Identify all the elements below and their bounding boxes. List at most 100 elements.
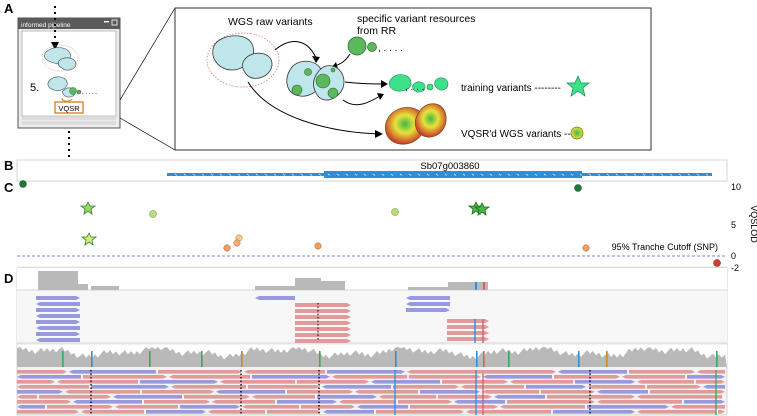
sequence-read	[703, 385, 725, 389]
sequence-read	[339, 400, 396, 404]
training-variant-blob	[388, 74, 412, 92]
vqslod-point	[223, 244, 231, 252]
gene-name: Sb07g003860	[420, 161, 479, 172]
sequence-read	[301, 405, 355, 409]
sequence-read	[461, 385, 524, 389]
sequence-read	[547, 395, 635, 399]
sequence-read	[57, 380, 138, 384]
sequence-read	[376, 410, 464, 414]
sequence-read	[248, 385, 320, 389]
sequence-read	[554, 375, 620, 379]
sequence-read	[17, 410, 79, 414]
training-star-icon	[79, 201, 97, 215]
sequence-read	[295, 327, 351, 331]
step-number: 5.	[30, 82, 39, 94]
sequence-read	[687, 375, 725, 379]
sequence-read	[447, 331, 489, 335]
training-star-icon	[566, 75, 590, 97]
sequence-read	[355, 390, 418, 394]
sequence-read	[438, 395, 492, 399]
sequence-read	[558, 370, 627, 374]
sequence-read	[73, 400, 142, 404]
vqslod-point	[149, 210, 157, 218]
vqsr-step-button[interactable]	[54, 101, 84, 114]
sequence-read	[409, 375, 481, 379]
sequence-read	[295, 333, 351, 337]
sequence-read	[466, 410, 551, 414]
sequence-read	[407, 370, 482, 374]
sequence-read	[327, 370, 405, 374]
minimize-icon[interactable]	[104, 21, 109, 23]
pipeline-window: informed pipeline 5. , . . . . VQSR	[17, 6, 176, 158]
raw-variant-blob-small	[242, 52, 273, 79]
sequence-read	[36, 332, 80, 336]
y-tick-10: 10	[731, 182, 741, 192]
panel-label-d: D	[4, 271, 13, 286]
vqsrd-blob-small	[414, 103, 447, 138]
coverage-bar	[255, 286, 295, 290]
sequence-read	[629, 370, 695, 374]
sequence-read	[622, 375, 685, 379]
vqslod-point	[713, 259, 721, 267]
sequence-read	[718, 410, 725, 414]
sequence-read	[588, 385, 645, 389]
sequence-read	[447, 337, 489, 341]
sequence-read	[322, 385, 391, 389]
sequence-read	[647, 385, 701, 389]
training-star-icon	[473, 202, 491, 216]
sequence-read	[332, 375, 407, 379]
sequence-read	[295, 315, 351, 319]
vqslod-plot: 95% Tranche Cutoff (SNP) 10 5 0 -2 VQSLO…	[17, 180, 757, 273]
gene-exon-block	[324, 171, 582, 178]
sequence-read	[91, 385, 169, 389]
sequence-read	[454, 400, 505, 404]
resource-circle	[347, 36, 367, 56]
sequence-read	[17, 405, 45, 409]
sequence-read	[36, 314, 80, 318]
maximize-icon[interactable]	[111, 19, 118, 26]
sequence-read	[295, 303, 351, 307]
sequence-read	[406, 296, 450, 300]
sequence-read	[357, 405, 408, 409]
sequence-read	[447, 325, 489, 329]
sequence-read	[142, 390, 214, 394]
sequence-read	[17, 390, 63, 394]
vqslod-point	[391, 208, 399, 216]
sequence-read	[208, 410, 265, 414]
sequence-read	[696, 380, 725, 384]
coverage-bar	[78, 284, 88, 290]
upper-reads	[36, 296, 489, 343]
coverage-bar	[91, 286, 119, 290]
vqsrd-blob-large	[385, 107, 426, 145]
sequence-read	[541, 390, 595, 394]
sequence-read	[17, 400, 71, 404]
vqsr-label: VQSR'd WGS variants --	[461, 129, 571, 140]
y-tick-0: 0	[731, 251, 736, 261]
vqslod-point	[314, 242, 322, 250]
panel-label-c: C	[4, 180, 14, 195]
sequence-read	[17, 370, 67, 374]
sequence-read	[36, 308, 80, 312]
sequence-read	[637, 380, 694, 384]
sequence-read	[650, 390, 725, 394]
sequence-read	[242, 405, 299, 409]
sequence-read	[295, 339, 351, 343]
sequence-read	[447, 319, 489, 323]
sequence-read	[144, 400, 210, 404]
sequence-read	[697, 370, 725, 374]
sequence-read	[17, 380, 55, 384]
sequence-read	[115, 405, 178, 409]
sequence-read	[483, 375, 552, 379]
sequence-read	[526, 385, 586, 389]
sequence-read	[277, 400, 337, 404]
sequence-read	[323, 410, 374, 414]
sequence-read	[184, 395, 250, 399]
coverage-bar	[321, 281, 345, 290]
sequence-read	[420, 390, 480, 394]
sequence-read	[83, 375, 167, 379]
sequence-read	[158, 370, 242, 374]
raw-variants-label: WGS raw variants	[228, 16, 313, 28]
sequence-read	[393, 385, 459, 389]
sequence-read	[69, 370, 156, 374]
